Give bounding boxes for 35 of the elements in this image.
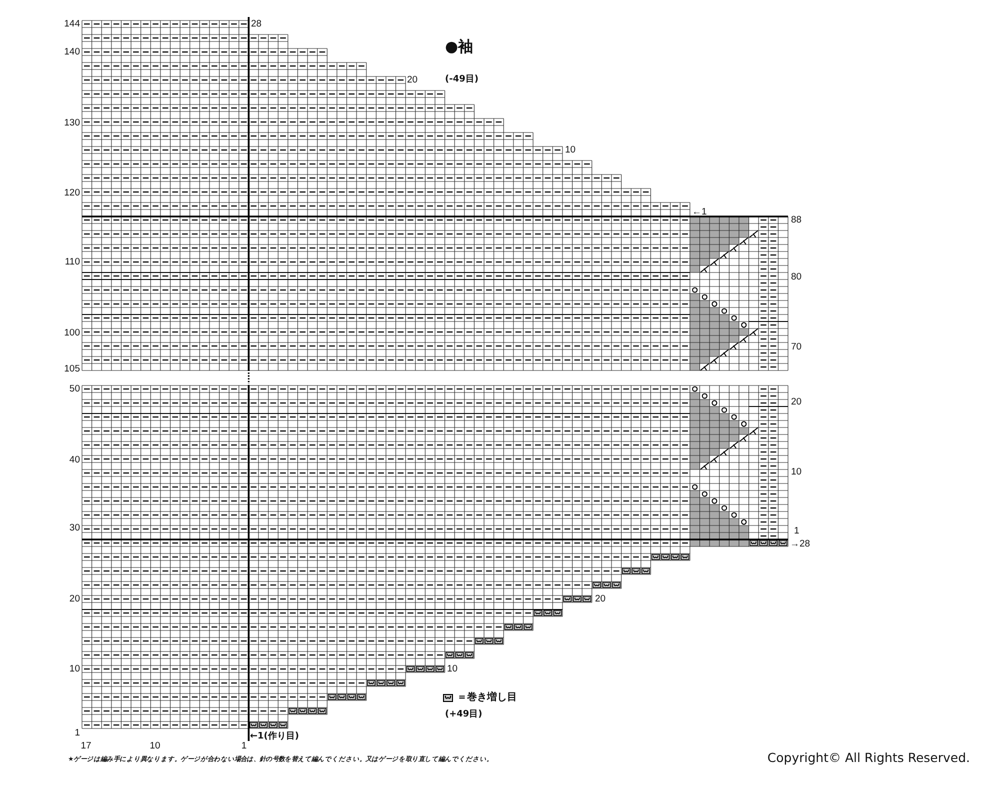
row-number: 30 [69,523,80,533]
copyright-notice: Copyright© All Rights Reserved. [767,752,970,764]
row-number: 105 [64,364,80,374]
row-number: 20 [791,397,802,407]
row-number: 70 [791,342,802,352]
row-number: 10 [447,664,458,674]
stitch-count-note: (-49目) [445,76,478,84]
legend-label: ＝巻き増し目 [457,693,517,703]
chart-title: ●袖 [445,40,474,54]
row-number: 20 [595,594,606,604]
stitch-number: 17 [80,741,92,751]
row-number: 100 [64,328,80,338]
row-number: 1 [794,526,800,536]
row-number: 10 [791,467,802,477]
row-number: 10 [565,145,576,155]
stitch-count-note: (+49目) [445,710,482,720]
stitch-number: 1 [241,741,247,751]
row-number: 50 [69,384,80,394]
row-number: 110 [64,257,80,267]
row-number: 130 [64,118,80,128]
row-number: 140 [64,47,80,57]
cast-on-marker: ←1(作り目) [250,732,300,742]
row-number: 1 [74,728,80,738]
row-number: 88 [791,215,802,225]
row-number: 40 [69,455,80,465]
row-number: 28 [251,19,262,29]
row-number: 80 [791,272,802,282]
row-marker: →28 [790,539,810,549]
row-number: 144 [64,19,80,29]
row-number: 20 [69,594,80,604]
row-number: 10 [69,664,80,674]
row-number: 20 [407,75,418,85]
stitch-number: 10 [150,741,160,751]
row-marker: ←1 [692,207,707,217]
row-number: 120 [64,188,80,198]
